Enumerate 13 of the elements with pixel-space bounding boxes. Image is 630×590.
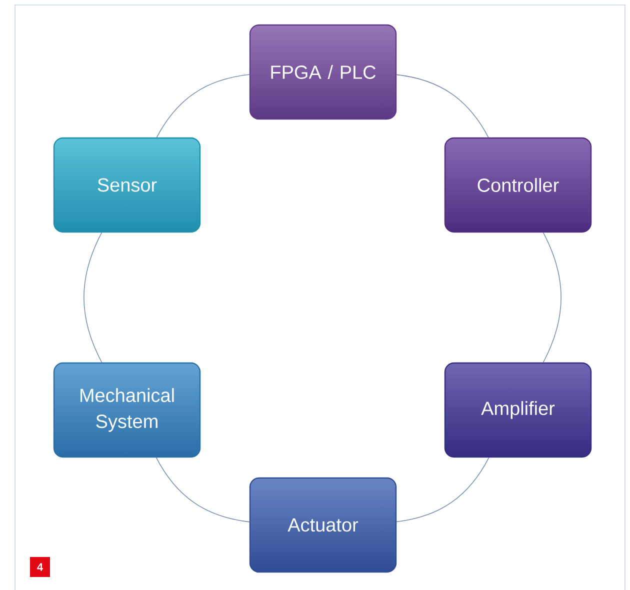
connector-arc [156, 74, 250, 138]
connector-arc [156, 457, 250, 522]
process-box: Mechanical System [53, 362, 201, 458]
figure-number: 4 [30, 557, 50, 577]
connector-arc [396, 74, 489, 138]
process-box: Controller [444, 137, 592, 233]
connector-arc [84, 232, 102, 363]
process-box: Sensor [53, 137, 201, 233]
connector-arc [396, 457, 490, 522]
process-box: FPGA / PLC [249, 24, 397, 120]
connector-arc [542, 232, 562, 363]
process-box: Amplifier [444, 362, 592, 458]
process-box: Actuator [249, 477, 397, 573]
